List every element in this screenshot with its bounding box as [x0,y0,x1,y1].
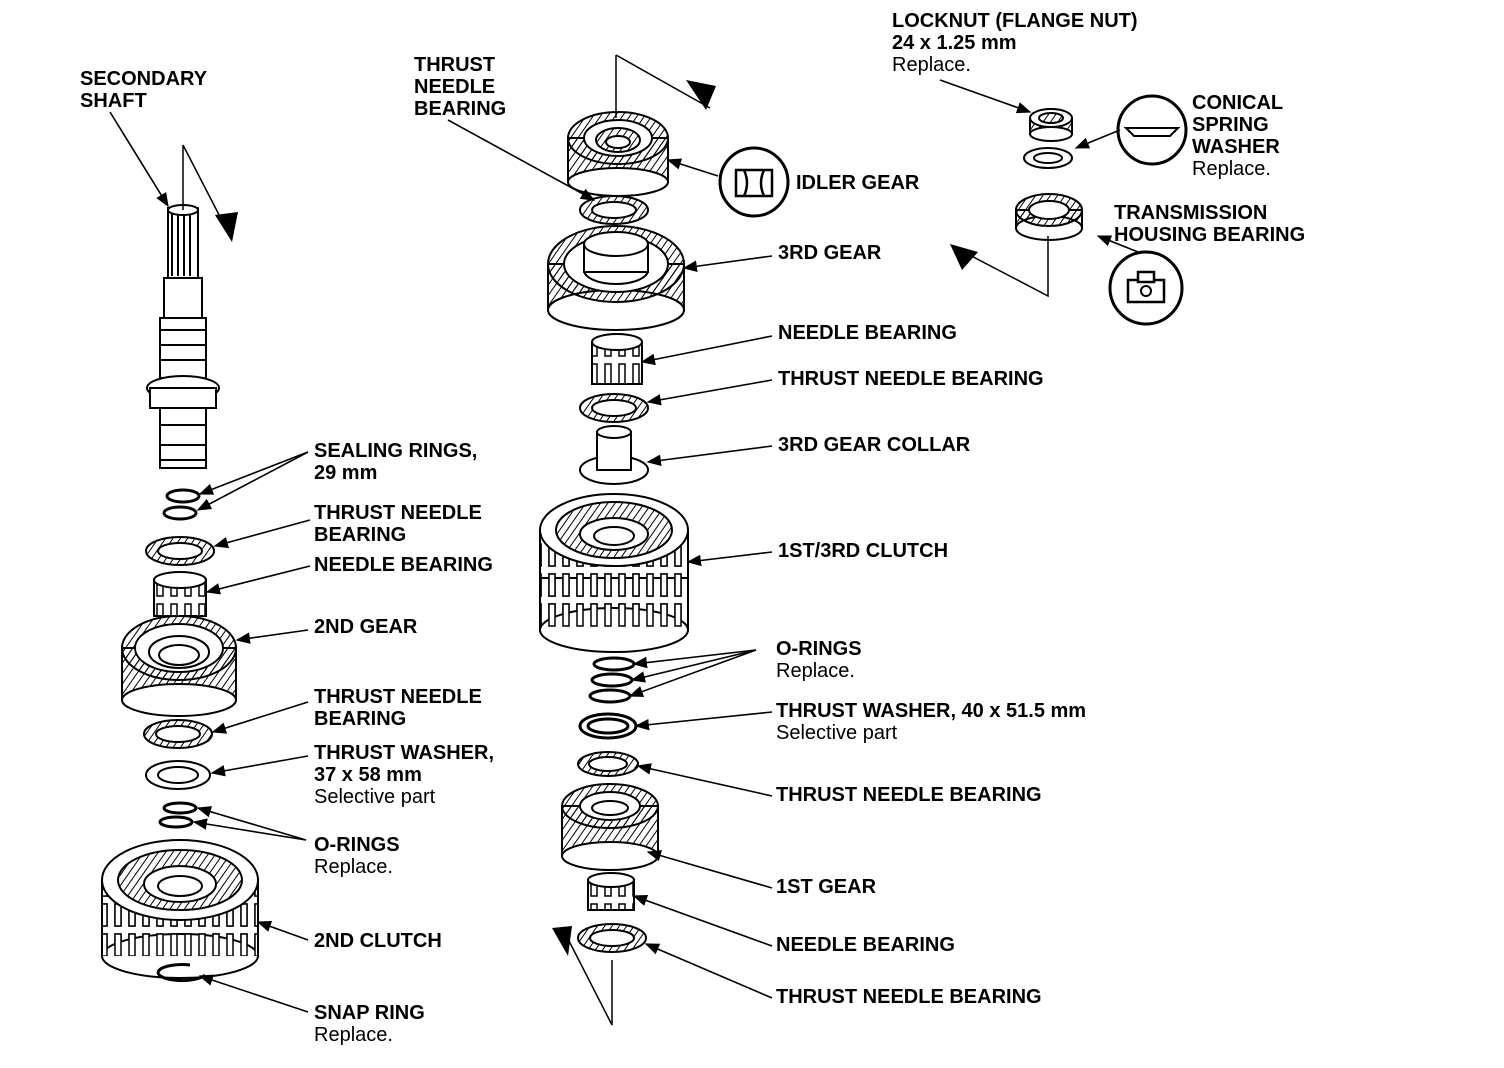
first-gear [561,783,659,871]
needle-bearing-2 [591,333,643,385]
first-third-clutch [539,493,689,653]
label-secondary-shaft: SECONDARY SHAFT [80,68,208,112]
label-o-rings-left: O-RINGS Replace. [314,834,400,878]
thrust-needle-bearing-2 [143,719,213,749]
thrust-washer-40 [578,712,638,740]
conical-spring-washer [1023,147,1073,169]
label-thrust-washer-37: THRUST WASHER, 37 x 58 mm Selective part [314,742,494,808]
needle-bearing-3 [587,872,635,911]
label-transmission-housing-bearing: TRANSMISSION HOUSING BEARING [1114,202,1306,246]
secondary-shaft [146,204,220,469]
thrust-washer-37 [145,760,211,790]
label-thrust-needle-bearing-2: THRUST NEEDLE BEARING [314,686,482,730]
label-needle-bearing-2: NEEDLE BEARING [778,322,957,344]
label-first-gear: 1ST GEAR [776,876,877,898]
second-clutch [101,839,259,979]
label-thrust-washer-40: THRUST WASHER, 40 x 51.5 mm Selective pa… [776,700,1087,744]
label-needle-bearing-1: NEEDLE BEARING [314,554,493,576]
label-sealing-rings: SEALING RINGS, 29 mm [314,440,478,484]
thrust-needle-bearing-top [579,195,649,225]
label-locknut: LOCKNUT (FLANGE NUT) 24 x 1.25 mm Replac… [892,10,1138,76]
label-second-clutch: 2ND CLUTCH [314,930,442,952]
label-idler-gear: IDLER GEAR [796,172,920,194]
label-third-gear: 3RD GEAR [778,242,882,264]
idler-gear [567,111,669,197]
label-second-gear: 2ND GEAR [314,616,418,638]
left-leader-lines [109,111,311,1013]
locknut [1029,108,1073,142]
label-thrust-needle-bearing-top: THRUST NEEDLE BEARING [414,54,507,120]
thrust-needle-bearing-5 [577,923,647,953]
label-thrust-needle-bearing-1: THRUST NEEDLE BEARING [314,502,482,546]
thrust-needle-bearing-3 [579,393,649,423]
transmission-housing-bearing [1015,193,1083,241]
housing-bearing-symbol [1108,250,1184,326]
o-rings-right [588,656,636,704]
label-thrust-needle-bearing-4: THRUST NEEDLE BEARING [776,784,1042,806]
idler-gear-symbol [718,146,790,218]
third-gear [547,225,685,331]
second-gear [121,615,237,717]
label-needle-bearing-3: NEEDLE BEARING [776,934,955,956]
label-thrust-needle-bearing-3: THRUST NEEDLE BEARING [778,368,1044,390]
center-leader-lines [447,119,773,999]
label-third-gear-collar: 3RD GEAR COLLAR [778,434,971,456]
snap-ring [156,963,207,983]
right-leader-lines [939,79,1139,253]
third-gear-collar [579,425,649,485]
needle-bearing-1 [153,571,207,617]
label-o-rings-right: O-RINGS Replace. [776,638,862,682]
sealing-rings [162,488,201,521]
label-snap-ring: SNAP RING Replace. [314,1002,425,1046]
thrust-needle-bearing-1 [145,536,215,566]
conical-washer-symbol [1116,94,1188,166]
thrust-needle-bearing-4 [577,751,639,777]
o-rings-left [158,801,198,829]
label-conical-spring-washer: CONICAL SPRING WASHER Replace. [1192,92,1284,180]
label-first-third-clutch: 1ST/3RD CLUTCH [778,540,949,562]
label-thrust-needle-bearing-5: THRUST NEEDLE BEARING [776,986,1042,1008]
